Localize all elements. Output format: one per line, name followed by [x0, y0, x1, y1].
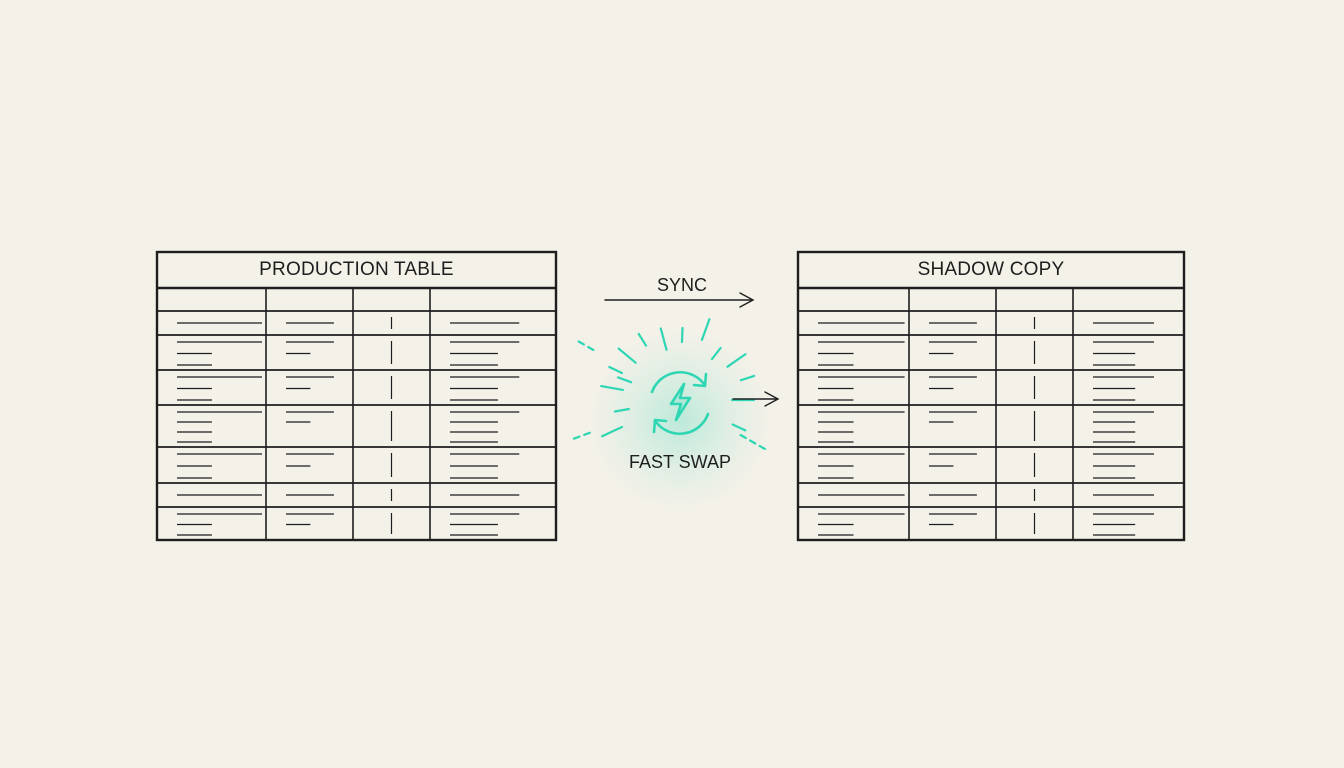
shadow-copy-table-cell-placeholder	[929, 376, 977, 390]
shadow-copy-table-cell-placeholder	[929, 411, 977, 423]
fast-swap-label: FAST SWAP	[628, 452, 732, 472]
production-table-cell-placeholder	[177, 376, 262, 401]
shadow-copy-table-cell-placeholder	[1093, 513, 1154, 536]
shadow-copy-title: SHADOW COPY	[917, 259, 1065, 280]
burst-ray	[616, 376, 633, 384]
burst-ray	[710, 346, 722, 361]
refresh-lightning-icon	[650, 371, 710, 435]
sync-label: SYNC	[656, 275, 707, 295]
burst-ray	[739, 374, 756, 382]
shadow-copy-table-cell-placeholder	[818, 341, 905, 366]
shadow-copy-table-cell-placeholder	[1093, 341, 1154, 366]
production-table-cell-placeholder	[286, 341, 334, 355]
swap-arrow-icon	[732, 391, 780, 407]
production-table-cell-placeholder	[177, 341, 262, 366]
burst-ray	[600, 385, 625, 391]
burst-ray	[739, 433, 767, 451]
burst-ray	[659, 327, 668, 351]
burst-ray	[571, 431, 591, 441]
production-table-cell-placeholder	[286, 453, 334, 467]
shadow-copy-table-border	[796, 250, 1186, 542]
burst-ray	[617, 347, 637, 364]
sync-arrow-icon	[604, 292, 755, 308]
shadow-copy-table-cell-placeholder	[818, 453, 905, 479]
burst-ray	[731, 423, 747, 432]
burst-rays	[571, 318, 767, 451]
burst-ray	[637, 332, 648, 347]
production-table	[155, 250, 558, 542]
production-table-cell-placeholder	[177, 513, 262, 536]
burst-ray	[600, 425, 624, 438]
shadow-copy-table-cell-placeholder	[818, 411, 905, 443]
shadow-copy-table	[796, 250, 1186, 542]
burst-ray	[613, 407, 630, 413]
shadow-copy-table-cell-placeholder	[929, 453, 977, 467]
production-table-border	[155, 250, 558, 542]
production-table-cell-placeholder	[450, 411, 520, 443]
production-table-title: PRODUCTION TABLE	[259, 259, 454, 280]
production-table-cell-placeholder	[450, 453, 520, 479]
shadow-copy-table-cell-placeholder	[818, 513, 905, 536]
production-table-cell-placeholder	[450, 376, 520, 401]
production-table-cell-placeholder	[286, 513, 334, 526]
burst-ray	[680, 326, 684, 344]
production-table-cell-placeholder	[450, 341, 520, 366]
burst-ray	[726, 353, 747, 368]
burst-ray	[576, 339, 595, 352]
production-table-cell-placeholder	[177, 411, 262, 443]
shadow-copy-table-cell-placeholder	[929, 513, 977, 526]
production-table-cell-placeholder	[177, 453, 262, 479]
shadow-copy-table-cell-placeholder	[1093, 376, 1154, 401]
shadow-copy-table-cell-placeholder	[818, 376, 905, 401]
production-table-cell-placeholder	[450, 513, 520, 536]
shadow-copy-table-cell-placeholder	[1093, 411, 1154, 443]
production-table-cell-placeholder	[286, 411, 334, 423]
shadow-copy-table-cell-placeholder	[929, 341, 977, 355]
production-table-cell-placeholder	[286, 376, 334, 390]
burst-ray	[608, 365, 624, 375]
swap-glow	[590, 330, 770, 510]
burst-ray	[700, 318, 711, 341]
shadow-copy-table-cell-placeholder	[1093, 453, 1154, 479]
